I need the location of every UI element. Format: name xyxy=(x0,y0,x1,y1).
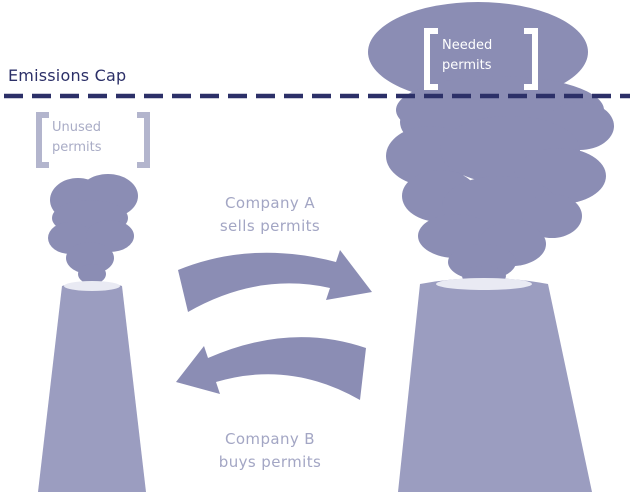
buys-label-line2: buys permits xyxy=(218,453,322,471)
sells-arrow xyxy=(178,250,372,312)
needed-permits-line1: Needed xyxy=(442,38,493,53)
company-a-chimney xyxy=(38,281,146,492)
buys-label-line1: Company B xyxy=(224,430,316,448)
buys-arrow xyxy=(176,337,366,400)
sells-label-line1: Company A xyxy=(225,194,315,212)
needed-permits-brackets xyxy=(424,28,538,90)
needed-permits-line2: permits xyxy=(442,58,492,73)
unused-permits-label: Unused permits xyxy=(52,118,102,158)
company-a-smoke xyxy=(48,174,138,284)
company-b-chimney xyxy=(398,278,592,492)
unused-permits-line1: Unused xyxy=(52,120,102,135)
unused-permits-brackets xyxy=(36,112,150,168)
needed-permits-label: Needed permits xyxy=(442,36,492,76)
company-b-buys-label: Company B buys permits xyxy=(190,428,350,474)
emissions-cap-label: Emissions Cap xyxy=(8,66,127,85)
unused-permits-line2: permits xyxy=(52,140,102,155)
company-a-sells-label: Company A sells permits xyxy=(190,192,350,238)
sells-label-line2: sells permits xyxy=(219,217,321,235)
